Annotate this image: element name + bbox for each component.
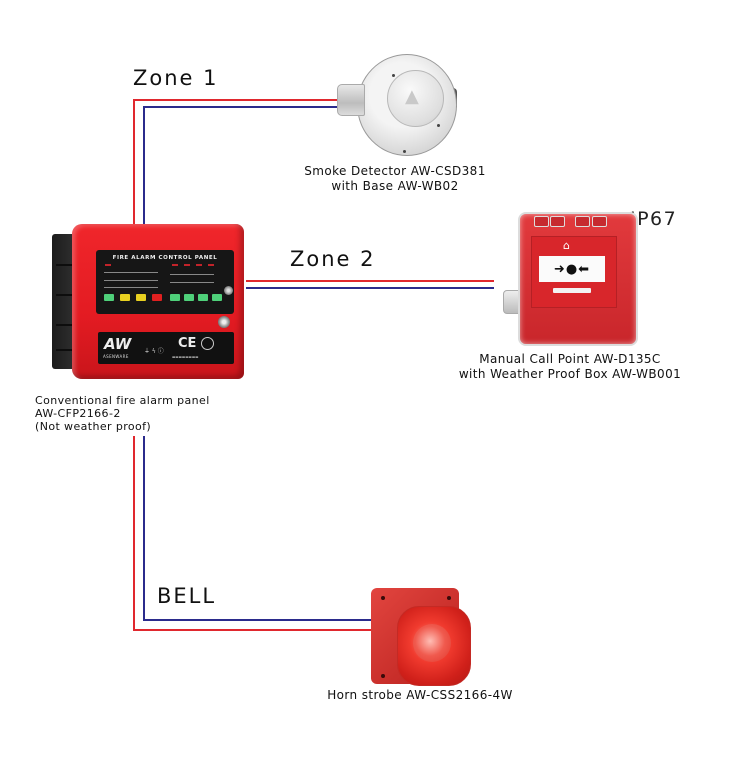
- zone2-wire-positive: [246, 280, 494, 282]
- manual-call-point-image: ⌂ ➜●⬅: [503, 206, 638, 346]
- bell-wire-positive-h: [133, 629, 373, 631]
- fire-house-icon: ⌂: [563, 239, 570, 252]
- panel-button: [104, 294, 114, 301]
- screw-icon: [403, 150, 406, 153]
- smoke-detector-image: ▲: [335, 52, 460, 160]
- bell-wire-positive-v: [133, 436, 135, 630]
- press-arrows-icon: ➜●⬅: [553, 262, 591, 277]
- zone1-wire-positive-h: [133, 99, 338, 101]
- brand-logo: AW: [104, 335, 132, 353]
- panel-front-cover: FIRE ALARM CONTROL PANEL: [72, 224, 244, 379]
- control-panel-caption: Conventional fire alarm panel AW-CFP2166…: [35, 394, 210, 433]
- zone1-wire-positive-v: [133, 99, 135, 230]
- horn-strobe-model: Horn strobe AW-CSS2166-4W: [327, 688, 513, 702]
- zone1-label: Zone 1: [133, 66, 219, 90]
- panel-button: [184, 294, 194, 301]
- smoke-detector-base-model: with Base AW-WB02: [331, 179, 459, 193]
- control-panel-image: FIRE ALARM CONTROL PANEL: [50, 222, 245, 382]
- control-panel-description: Conventional fire alarm panel: [35, 394, 210, 407]
- brand-plate: AW ASENWARE ⏚ ϟ ⓘ CE ▬▬▬▬▬▬▬▬: [98, 332, 234, 364]
- lock-icon: [218, 316, 230, 328]
- screw-icon: [392, 74, 395, 77]
- call-point-brand-label: [553, 288, 591, 293]
- panel-button: [136, 294, 146, 301]
- control-panel-note: (Not weather proof): [35, 420, 152, 433]
- detector-head: [387, 70, 444, 127]
- panel-title: FIRE ALARM CONTROL PANEL: [112, 255, 218, 261]
- smoke-detector-caption: Smoke Detector AW-CSD381 with Base AW-WB…: [300, 164, 490, 194]
- certification-text: ▬▬▬▬▬▬▬▬: [172, 355, 199, 359]
- smoke-detector-model: Smoke Detector AW-CSD381: [304, 164, 486, 178]
- zone1-wire-negative-v: [143, 106, 145, 230]
- zone2-label: Zone 2: [290, 247, 376, 271]
- zone2-wire-negative: [246, 287, 494, 289]
- ip-rating-label: IP67: [630, 208, 678, 230]
- weatherproof-box-model: with Weather Proof Box AW-WB001: [458, 367, 682, 381]
- cable-gland: [337, 84, 365, 116]
- bell-label: BELL: [157, 584, 217, 608]
- manual-call-point-caption: Manual Call Point AW-D135C with Weather …: [440, 352, 700, 382]
- certification-seal-icon: [201, 337, 214, 350]
- zone1-wire-negative-h: [143, 106, 338, 108]
- horn-strobe-caption: Horn strobe AW-CSS2166-4W: [310, 688, 530, 703]
- ce-mark: CE: [178, 336, 197, 351]
- panel-display: FIRE ALARM CONTROL PANEL: [96, 250, 234, 314]
- manual-call-point-model: Manual Call Point AW-D135C: [479, 352, 661, 366]
- panel-button: [152, 294, 162, 301]
- panel-button: [120, 294, 130, 301]
- screw-icon: [437, 124, 440, 127]
- electrical-symbols-icon: ⏚ ϟ ⓘ: [144, 348, 164, 355]
- brand-name: ASENWARE: [103, 354, 129, 359]
- bell-wire-negative-v: [143, 436, 145, 620]
- panel-button: [198, 294, 208, 301]
- key-switch-icon: [224, 286, 233, 295]
- horn-strobe-image: [367, 586, 475, 690]
- strobe-lens: [413, 624, 451, 662]
- panel-button: [170, 294, 180, 301]
- control-panel-model: AW-CFP2166-2: [35, 407, 121, 420]
- break-glass-window: [539, 256, 605, 282]
- detector-logo-icon: ▲: [405, 86, 419, 107]
- bell-wire-negative-h: [143, 619, 373, 621]
- panel-button: [212, 294, 222, 301]
